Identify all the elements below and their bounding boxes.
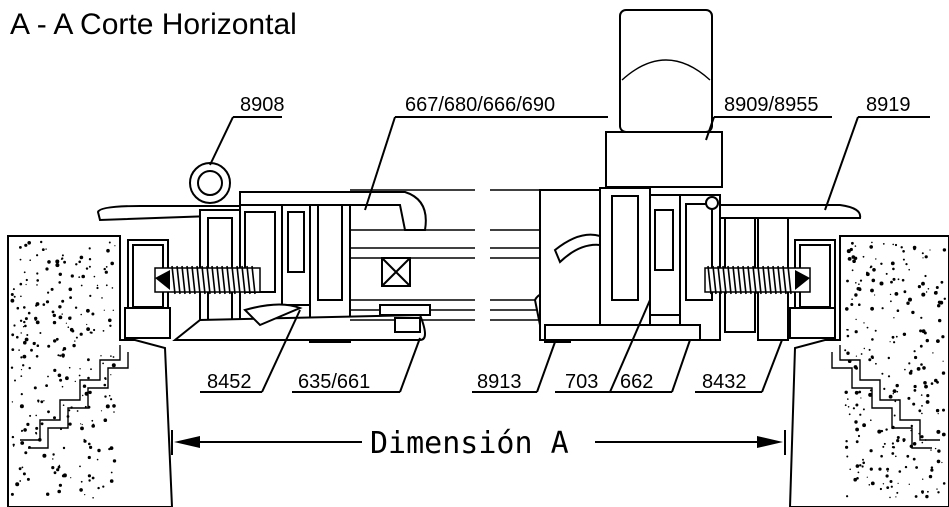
wall-right: [788, 235, 949, 507]
label-8908: 8908: [240, 94, 285, 116]
label-8452: 8452: [207, 371, 252, 393]
drawing-title: A - A Corte Horizontal: [10, 8, 297, 41]
label-635-661: 635/661: [298, 371, 370, 393]
dimension-label: Dimensión A: [370, 426, 569, 461]
label-8919: 8919: [866, 94, 911, 116]
label-662: 662: [620, 371, 653, 393]
label-8909-8955: 8909/8955: [724, 94, 819, 116]
label-8913: 8913: [477, 371, 522, 393]
wall-left: [7, 235, 174, 507]
right-frame: [539, 9, 862, 341]
left-frame: [96, 162, 427, 343]
leader-lines: [200, 116, 930, 393]
label-667-680-666-690: 667/680/666/690: [405, 94, 555, 116]
label-703: 703: [565, 371, 598, 393]
dimension-a: Dimensión A: [171, 426, 786, 461]
part-labels: 8908 667/680/666/690 8909/8955 8919 8452…: [207, 94, 911, 393]
label-8432: 8432: [702, 371, 747, 393]
